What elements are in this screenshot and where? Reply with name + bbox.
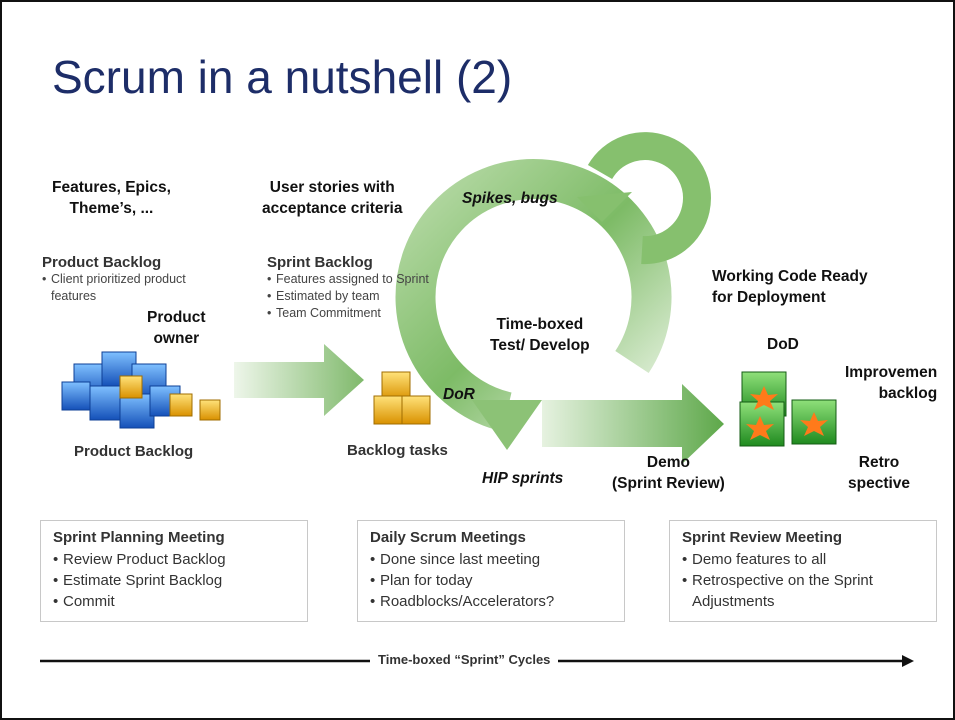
backlog-tasks-cubes bbox=[373, 371, 431, 425]
product-backlog-list: Client prioritized product features bbox=[42, 271, 232, 305]
demo-label: Demo (Sprint Review) bbox=[612, 454, 725, 492]
improvement-backlog-label: Improvemen backlog bbox=[845, 364, 938, 402]
product-owner-label: Product owner bbox=[147, 309, 206, 347]
working-code-label: Working Code Ready for Deployment bbox=[712, 268, 868, 306]
deployment-cubes bbox=[739, 371, 837, 447]
list-item: Plan for today bbox=[370, 570, 614, 591]
list-item: Demo features to all bbox=[682, 549, 926, 570]
meeting-list: Done since last meeting Plan for today R… bbox=[370, 549, 614, 612]
list-item: Roadblocks/Accelerators? bbox=[370, 591, 614, 612]
product-backlog-cubes bbox=[61, 351, 221, 429]
sprint-backlog-heading: Sprint Backlog bbox=[267, 254, 373, 271]
meeting-list: Demo features to all Retrospective on th… bbox=[682, 549, 926, 612]
slide-title: Scrum in a nutshell (2) bbox=[52, 51, 513, 103]
dod-label: DoD bbox=[767, 336, 799, 353]
retrospective-label: Retro spective bbox=[848, 454, 911, 492]
timeboxed-label: Time-boxed Test/ Develop bbox=[490, 316, 590, 354]
timeline-label: Time-boxed “Sprint” Cycles bbox=[370, 652, 559, 667]
user-stories-label: User stories with acceptance criteria bbox=[262, 179, 403, 217]
list-item: Team Commitment bbox=[267, 305, 442, 322]
product-backlog-block: Product Backlog Client prioritized produ… bbox=[42, 254, 232, 305]
spikes-bugs-label: Spikes, bugs bbox=[462, 190, 558, 207]
meeting-heading: Sprint Planning Meeting bbox=[53, 529, 225, 546]
daily-cycle-ring bbox=[577, 132, 711, 265]
list-item: Estimated by team bbox=[267, 288, 442, 305]
sprint-review-meeting-box: Sprint Review Meeting Demo features to a… bbox=[669, 520, 937, 622]
list-item: Client prioritized product features bbox=[42, 271, 232, 305]
list-item: Done since last meeting bbox=[370, 549, 614, 570]
list-item: Commit bbox=[53, 591, 297, 612]
arrow-to-deployment bbox=[542, 384, 724, 464]
list-item: Review Product Backlog bbox=[53, 549, 297, 570]
hip-sprints-label: HIP sprints bbox=[482, 470, 564, 487]
sprint-backlog-list: Features assigned to Sprint Estimated by… bbox=[267, 271, 442, 322]
dor-label: DoR bbox=[443, 386, 475, 403]
product-backlog-caption: Product Backlog bbox=[74, 443, 194, 460]
meeting-list: Review Product Backlog Estimate Sprint B… bbox=[53, 549, 297, 612]
arrow-to-sprint-backlog bbox=[234, 344, 364, 416]
sprint-planning-meeting-box: Sprint Planning Meeting Review Product B… bbox=[40, 520, 308, 622]
features-label: Features, Epics, Theme’s, ... bbox=[52, 179, 171, 217]
list-item: Features assigned to Sprint bbox=[267, 271, 442, 288]
backlog-tasks-label: Backlog tasks bbox=[347, 442, 448, 459]
list-item: Retrospective on the Sprint Adjustments bbox=[682, 570, 926, 612]
list-item: Estimate Sprint Backlog bbox=[53, 570, 297, 591]
meeting-heading: Sprint Review Meeting bbox=[682, 529, 843, 546]
product-backlog-heading: Product Backlog bbox=[42, 254, 162, 271]
daily-scrum-meetings-box: Daily Scrum Meetings Done since last mee… bbox=[357, 520, 625, 622]
meeting-heading: Daily Scrum Meetings bbox=[370, 529, 526, 546]
sprint-cycle-ring bbox=[395, 159, 672, 450]
sprint-backlog-block: Sprint Backlog Features assigned to Spri… bbox=[267, 254, 442, 322]
